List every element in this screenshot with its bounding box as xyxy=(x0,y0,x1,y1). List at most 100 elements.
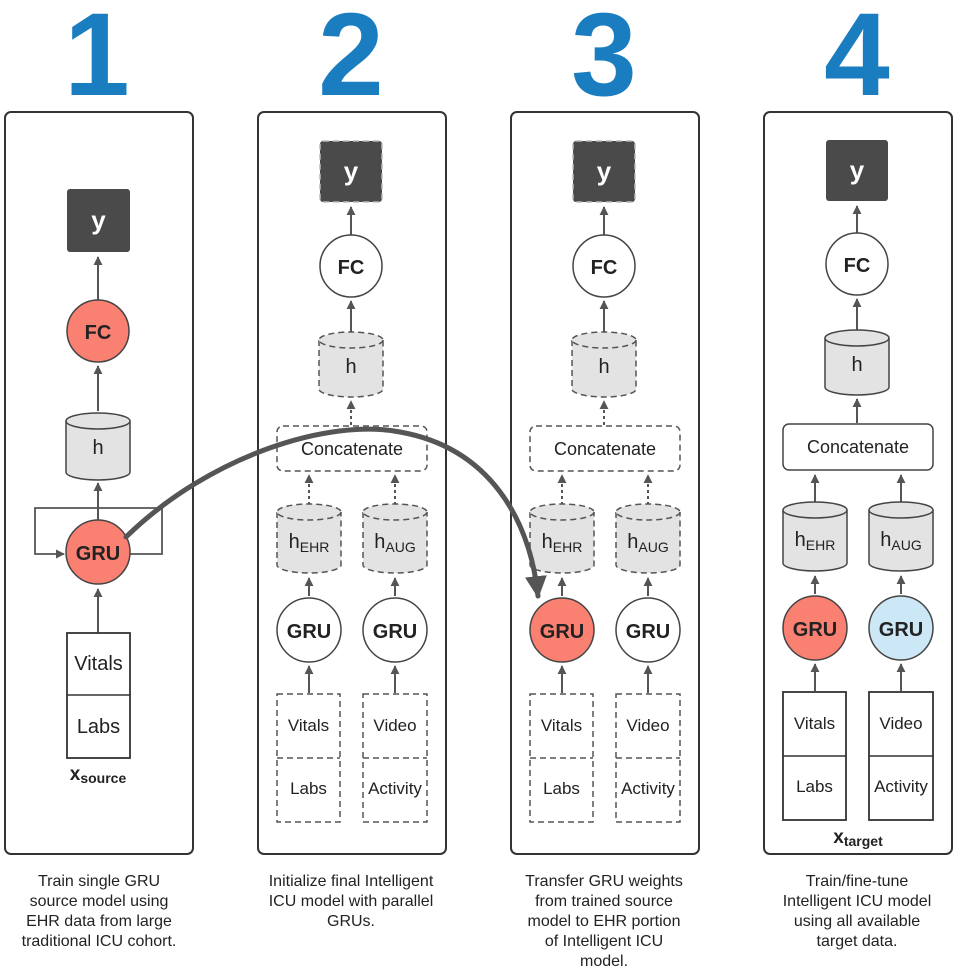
caption-line: traditional ICU cohort. xyxy=(21,933,177,950)
panel-3-concatenate-label: Concatenate xyxy=(554,439,656,459)
caption-line: ICU model with parallel xyxy=(268,893,434,910)
panel-1-fc-label: FC xyxy=(85,322,112,344)
panel-2-gru-aug-node xyxy=(362,597,428,663)
panel-4-concatenate-label: Concatenate xyxy=(807,437,909,457)
panel-3-gru-aug-node xyxy=(615,597,681,663)
panel-2-input-video: Video xyxy=(373,716,416,735)
panel-2-gru-ehr-node xyxy=(276,597,342,663)
panel-1: 1 y FC h GRU Vitals Labs xsource xyxy=(4,0,194,855)
caption-line: model to EHR portion xyxy=(527,913,681,930)
caption-line: source model using xyxy=(29,893,169,910)
panel-1-hidden-label: h xyxy=(92,437,103,459)
panel-4-gru-aug-node xyxy=(868,595,934,661)
caption-line: of Intelligent ICU xyxy=(544,933,664,950)
panel-3-gru-ehr-node xyxy=(529,597,595,663)
panel-2-input-vitals: Vitals xyxy=(288,716,329,735)
panel-2-hidden-cylinder xyxy=(318,331,384,398)
panel-1-caption: Train single GRU source model using EHR … xyxy=(0,872,204,952)
panel-2-concatenate-label: Concatenate xyxy=(301,439,403,459)
panel-4-input-vitals: Vitals xyxy=(794,714,835,733)
panel-2-input-labs: Labs xyxy=(290,779,327,798)
panel-2: 2 y FC h Concatenate hEHR hAUG xyxy=(257,0,447,855)
panel-2-h-aug-cylinder xyxy=(362,503,428,574)
panel-2-frame xyxy=(257,111,447,855)
panel-2-h-ehr-label: hEHR xyxy=(289,531,330,555)
panel-4-input-symbol: xtarget xyxy=(833,827,883,849)
caption-line: Train single GRU xyxy=(37,873,161,890)
panel-4-hidden-cylinder xyxy=(824,329,890,396)
panel-2-hidden-label: h xyxy=(345,356,356,378)
panel-4: 4 y FC h Concatenate hEHR hAUG xyxy=(763,0,953,855)
panel-3-concatenate-box xyxy=(529,425,681,472)
panel-4-output-label: y xyxy=(850,155,865,185)
panel-1-input-symbol: xsource xyxy=(70,764,127,786)
caption-line: Transfer GRU weights xyxy=(525,873,683,890)
panel-4-fc-label: FC xyxy=(844,255,871,277)
panel-4-input-labs: Labs xyxy=(796,777,833,796)
panel-4-h-ehr-label: hEHR xyxy=(795,529,836,553)
panel-3-fc-node xyxy=(572,234,636,298)
panel-4-gru-ehr-label: GRU xyxy=(793,619,837,641)
caption-line: model. xyxy=(579,953,629,970)
panel-4-fc-node xyxy=(825,232,889,296)
panel-2-gru-aug-label: GRU xyxy=(373,621,417,643)
panel-4-input-video: Video xyxy=(879,714,922,733)
panel-3-output-label: y xyxy=(597,156,612,186)
caption-line: EHR data from large xyxy=(26,913,172,930)
panel-3-gru-ehr-label: GRU xyxy=(540,621,584,643)
panel-1-hidden-cylinder xyxy=(65,412,131,481)
panel-2-fc-node xyxy=(319,234,383,298)
caption-line: from trained source xyxy=(535,893,673,910)
panel-3-gru-aug-label: GRU xyxy=(626,621,670,643)
panel-1-input-labs: Labs xyxy=(77,716,120,738)
panel-3-input-labs: Labs xyxy=(543,779,580,798)
panel-3-frame xyxy=(510,111,700,855)
panel-4-caption: Train/fine-tune Intelligent ICU model us… xyxy=(752,872,957,952)
caption-line: using all available xyxy=(793,913,921,930)
panel-2-caption: Initialize final Intelligent ICU model w… xyxy=(246,872,456,932)
caption-line: Train/fine-tune xyxy=(805,873,909,890)
panel-3-caption: Transfer GRU weights from trained source… xyxy=(499,872,709,972)
caption-line: Initialize final Intelligent xyxy=(268,873,434,890)
panel-4-h-ehr-cylinder xyxy=(782,501,848,572)
panel-2-h-ehr-cylinder xyxy=(276,503,342,574)
panel-3-h-aug-label: hAUG xyxy=(627,531,668,555)
step-number-3: 3 xyxy=(571,0,637,121)
panel-3-input-vitals: Vitals xyxy=(541,716,582,735)
panel-1-gru-label: GRU xyxy=(76,543,120,565)
step-number-1: 1 xyxy=(64,0,130,121)
panel-2-input-activity: Activity xyxy=(368,779,422,798)
panel-4-gru-aug-label: GRU xyxy=(879,619,923,641)
panel-4-hidden-label: h xyxy=(851,354,862,376)
panel-3-input-video: Video xyxy=(626,716,669,735)
panel-1-output-label: y xyxy=(91,205,106,235)
panel-4-h-aug-cylinder xyxy=(868,501,934,572)
panel-4-input-activity: Activity xyxy=(874,777,928,796)
panel-1-input-vitals: Vitals xyxy=(74,653,123,675)
panel-3-h-aug-cylinder xyxy=(615,503,681,574)
panel-3-input-activity: Activity xyxy=(621,779,675,798)
caption-line: GRUs. xyxy=(327,913,375,930)
panel-4-frame xyxy=(763,111,953,855)
panel-2-gru-ehr-label: GRU xyxy=(287,621,331,643)
panel-3-hidden-label: h xyxy=(598,356,609,378)
step-number-4: 4 xyxy=(824,0,890,121)
panel-2-output-label: y xyxy=(344,156,359,186)
panel-3-fc-label: FC xyxy=(591,257,618,279)
panel-3: 3 y FC h Concatenate hEHR hAUG xyxy=(510,0,700,855)
panel-4-gru-ehr-node xyxy=(782,595,848,661)
panel-3-h-ehr-cylinder xyxy=(529,503,595,574)
step-number-2: 2 xyxy=(318,0,384,121)
caption-line: target data. xyxy=(816,933,898,950)
panel-2-h-aug-label: hAUG xyxy=(374,531,415,555)
caption-line: Intelligent ICU model xyxy=(782,893,932,910)
panel-1-output-box xyxy=(67,189,130,252)
panel-1-gru-node xyxy=(65,519,131,585)
panel-2-fc-label: FC xyxy=(338,257,365,279)
panel-4-concatenate-box xyxy=(782,423,934,471)
panel-3-h-ehr-label: hEHR xyxy=(542,531,583,555)
panel-4-h-aug-label: hAUG xyxy=(880,529,921,553)
panel-3-hidden-cylinder xyxy=(571,331,637,398)
panel-3-output-box xyxy=(572,140,636,203)
